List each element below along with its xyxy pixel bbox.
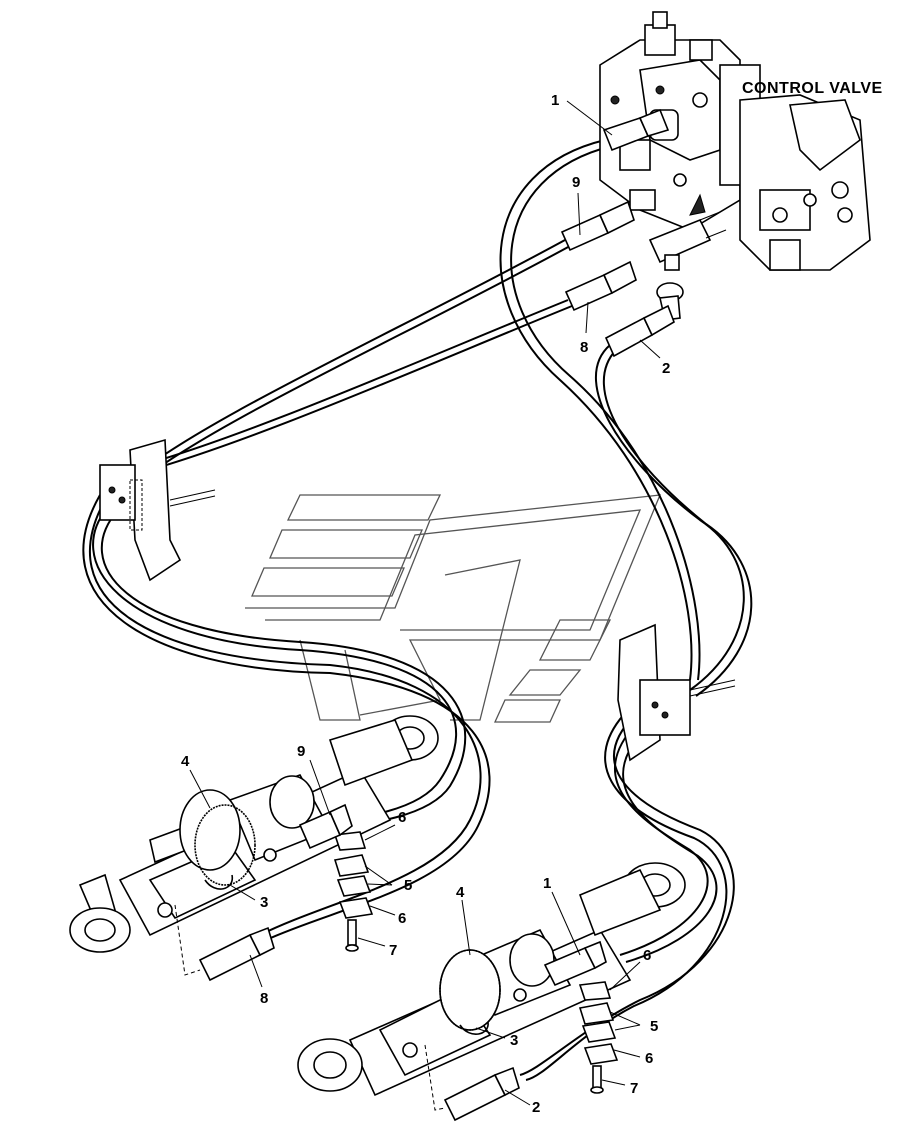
callout-7-right: 7 — [630, 1080, 638, 1097]
hose-9-upper-b — [133, 245, 571, 487]
hose-8-upper-b — [127, 305, 573, 477]
callout-2-top: 2 — [662, 360, 670, 377]
callout-9-top: 9 — [572, 174, 580, 191]
hose-1-upper-b — [510, 145, 701, 681]
hose-8-lower-b — [82, 494, 491, 941]
callout-2-right: 2 — [532, 1099, 540, 1116]
fitting-9-top — [560, 213, 610, 252]
hose-9-lower-b — [100, 509, 467, 827]
guide-lines — [174, 904, 446, 1111]
callout-6-right-b: 6 — [645, 1050, 653, 1067]
hose-clamps — [194, 804, 501, 1031]
clamp-stack-right — [578, 981, 619, 1094]
hose-1-lower-b — [622, 727, 718, 963]
control-valve — [599, 11, 871, 321]
callout-6-right-a: 6 — [643, 947, 651, 964]
hose-8-upper — [124, 299, 569, 471]
right-bracket — [617, 623, 736, 762]
callout-6-left-a: 6 — [398, 809, 406, 826]
top-fittings — [560, 108, 675, 358]
callout-9-left: 9 — [297, 743, 305, 760]
callout-7-left: 7 — [389, 942, 397, 959]
callout-3-left: 3 — [260, 894, 268, 911]
callout-labels: CONTROL VALVE 1 9 8 2 9 4 6 5 3 6 7 8 4 … — [181, 80, 883, 1116]
callout-4-left: 4 — [181, 753, 190, 770]
left-cylinder — [69, 715, 439, 953]
clamp-stack-left — [333, 831, 374, 952]
lower-fittings — [198, 803, 607, 1122]
callout-8-left: 8 — [260, 990, 268, 1007]
hose-2-lower-b — [525, 709, 728, 1081]
fitting-8-top — [564, 273, 614, 312]
fitting-2-right — [443, 1073, 507, 1122]
callout-8-top: 8 — [580, 339, 588, 356]
watermark-logo — [245, 494, 662, 723]
hose-1-upper — [499, 139, 693, 681]
leader-lines — [189, 100, 661, 1106]
callout-1-right: 1 — [543, 875, 551, 892]
fitting-2-top — [604, 316, 654, 358]
callout-6-left-b: 6 — [398, 910, 406, 927]
callout-3-right: 3 — [510, 1032, 518, 1049]
hose-2-lower — [519, 714, 735, 1076]
control-valve-label: CONTROL VALVE — [742, 80, 883, 97]
left-bracket — [99, 438, 216, 582]
callout-5-left: 5 — [404, 877, 412, 894]
right-cylinder — [297, 862, 686, 1097]
callout-1-top: 1 — [551, 92, 559, 109]
callout-4-right: 4 — [456, 884, 465, 901]
hoses — [82, 139, 753, 1081]
hose-2-upper-b — [602, 349, 753, 697]
hose-9-lower — [92, 504, 458, 821]
callout-5-right: 5 — [650, 1018, 658, 1035]
